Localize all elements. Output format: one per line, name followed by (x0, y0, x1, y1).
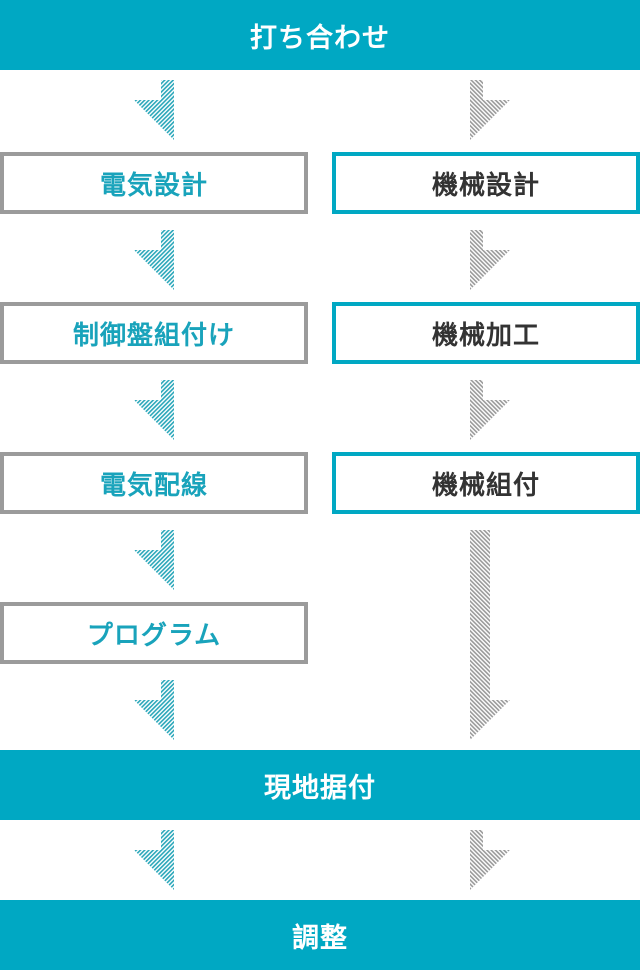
electrical-design-label: 電気設計 (99, 170, 208, 201)
arrow-down-icon (470, 380, 510, 440)
electrical-design-box: 電気設計 (0, 152, 308, 214)
program-box: プログラム (0, 602, 308, 664)
mechanical-design-label: 機械設計 (431, 170, 540, 201)
meeting-label: 打ち合わせ (250, 22, 390, 54)
electrical-wiring-box: 電気配線 (0, 452, 308, 514)
arrow-down-icon (470, 230, 510, 290)
control-panel-assembly-box: 制御盤組付け (0, 302, 308, 364)
onsite-installation-label: 現地据付 (264, 772, 376, 804)
adjustment-label: 調整 (292, 922, 348, 954)
control-panel-assembly-label: 制御盤組付け (72, 320, 235, 351)
arrow-down-icon (134, 830, 174, 890)
mechanical-machining-label: 機械加工 (431, 320, 540, 351)
onsite-installation-bar: 現地据付 (0, 750, 640, 820)
arrow-down-icon (134, 380, 174, 440)
adjustment-bar: 調整 (0, 900, 640, 970)
arrow-down-icon (470, 80, 510, 140)
arrow-down-icon (134, 680, 174, 740)
mechanical-assembly-box: 機械組付 (332, 452, 640, 514)
arrow-down-icon (134, 230, 174, 290)
meeting-bar: 打ち合わせ (0, 0, 640, 70)
arrow-down-icon (470, 830, 510, 890)
program-label: プログラム (86, 620, 222, 651)
electrical-wiring-label: 電気配線 (99, 470, 208, 501)
arrow-down-icon (134, 80, 174, 140)
long-arrow-down-icon (470, 530, 510, 740)
mechanical-machining-box: 機械加工 (332, 302, 640, 364)
arrow-down-icon (134, 530, 174, 590)
mechanical-assembly-label: 機械組付 (431, 470, 540, 501)
mechanical-design-box: 機械設計 (332, 152, 640, 214)
